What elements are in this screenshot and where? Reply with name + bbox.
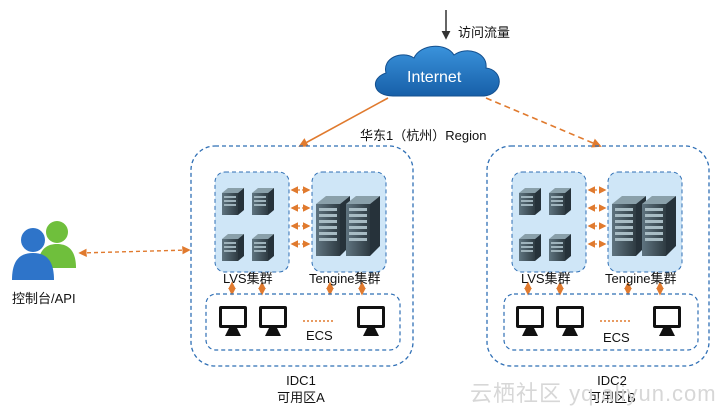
cloud-to-idc1-arrow bbox=[298, 97, 389, 147]
user-to-idc1-arrow bbox=[78, 245, 191, 258]
internet-cloud-icon bbox=[375, 45, 500, 97]
idc2-ecs-monitor-icon bbox=[516, 306, 544, 336]
idc2-tengine-server-icon bbox=[642, 196, 676, 256]
idc1-tengine-server-icon bbox=[316, 196, 350, 256]
idc2-ecs-monitor-icon bbox=[556, 306, 584, 336]
idc1-name-text: IDC1 bbox=[286, 373, 316, 388]
idc1-lvs-server-icon bbox=[222, 188, 244, 215]
idc2-tengine-server-icon bbox=[612, 196, 646, 256]
idc1-zone-text: 可用区A bbox=[277, 390, 325, 405]
idc1-ecs-box bbox=[205, 293, 401, 351]
internet-label: Internet bbox=[407, 69, 462, 86]
idc1-ecs-monitor-icon bbox=[219, 306, 247, 336]
cloud-to-idc2-arrow bbox=[485, 97, 602, 148]
idc1-tengine-server-icon bbox=[346, 196, 380, 256]
idc1-lvs-label: LVS集群 bbox=[223, 271, 273, 286]
idc2-zone-box bbox=[486, 145, 710, 367]
idc2-zone-text: 可用区B bbox=[588, 390, 636, 405]
idc1-ecs-monitor-icon bbox=[259, 306, 287, 336]
region-label: 华东1（杭州）Region bbox=[360, 128, 487, 143]
idc1-zone-box bbox=[190, 145, 414, 367]
user-label: 控制台/API bbox=[12, 291, 76, 306]
idc1-lvs-server-icon bbox=[252, 234, 274, 261]
idc2-lvs-server-icon bbox=[519, 234, 541, 261]
idc2-ecs-box bbox=[503, 293, 699, 351]
idc2-lvs-server-icon bbox=[549, 188, 571, 215]
idc2-lvs-server-icon bbox=[549, 234, 571, 261]
idc1-lvs-server-icon bbox=[252, 188, 274, 215]
idc2-ecs-label: ECS bbox=[603, 330, 630, 345]
idc2-tengine-label: Tengine集群 bbox=[605, 271, 677, 286]
idc1-lvs-server-icon bbox=[222, 234, 244, 261]
idc2-lvs-label: LVS集群 bbox=[521, 271, 571, 286]
watermark: 云栖社区 yq.aliyun.com bbox=[470, 381, 717, 406]
idc1-ecs-label: ECS bbox=[306, 328, 333, 343]
idc2-name-text: IDC2 bbox=[597, 373, 627, 388]
idc2-ecs-monitor-icon bbox=[653, 306, 681, 336]
users-icon bbox=[12, 221, 76, 280]
idc1-ecs-monitor-icon bbox=[357, 306, 385, 336]
idc2-name: IDC2 可用区B bbox=[588, 372, 636, 406]
idc1-name: IDC1 可用区A bbox=[277, 372, 325, 406]
traffic-label: 访问流量 bbox=[458, 25, 511, 40]
idc1-tengine-label: Tengine集群 bbox=[309, 271, 381, 286]
idc2-lvs-server-icon bbox=[519, 188, 541, 215]
